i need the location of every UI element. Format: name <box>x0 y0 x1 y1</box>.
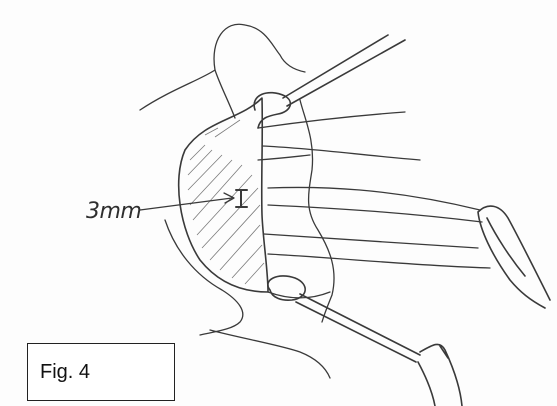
lower-retractor <box>296 294 420 362</box>
figure-caption: Fig. 4 <box>40 361 90 384</box>
measurement-marker <box>236 190 247 207</box>
tissue-outline-upper <box>140 24 305 110</box>
measurement-label: 3mm <box>86 199 141 224</box>
right-forceps <box>478 206 550 308</box>
tissue-outline-lower-2 <box>210 330 330 378</box>
flap-outline <box>179 98 268 292</box>
measurement-leader-arrow <box>140 198 232 210</box>
tissue-outline-lower-3 <box>268 292 330 298</box>
figure-caption-box: Fig. 4 <box>27 343 175 401</box>
tissue-fold-upper <box>215 70 235 118</box>
lower-forceps <box>418 344 462 406</box>
traction-sutures <box>258 112 490 268</box>
upper-hook-loop <box>254 93 290 128</box>
